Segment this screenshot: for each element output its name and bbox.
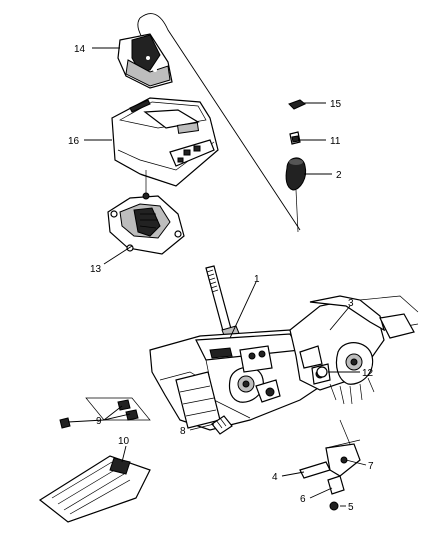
clip-part-15	[288, 99, 306, 110]
callout-8: 8	[180, 426, 186, 437]
callout-5: 5	[348, 502, 354, 513]
shift-knob-part-2	[285, 157, 307, 233]
callout-12: 12	[362, 368, 374, 379]
transfer-case-part-3	[289, 295, 419, 405]
skid-plate-part-10	[38, 455, 151, 523]
callout-9: 9	[96, 416, 102, 427]
callout-13: 13	[90, 264, 102, 275]
shift-cable	[139, 13, 301, 231]
callout-7: 7	[368, 461, 374, 472]
clip-part-6	[327, 475, 345, 495]
callout-1: 1	[254, 274, 260, 285]
callout-14: 14	[74, 44, 86, 55]
shift-boot-part-14	[117, 33, 173, 89]
callout-11: 11	[330, 136, 341, 147]
callout-6: 6	[300, 494, 306, 505]
shifter-base-part-13	[107, 192, 185, 255]
bracket-part-7	[325, 439, 361, 477]
console-bezel-part-16	[111, 97, 219, 200]
callout-3: 3	[348, 298, 354, 309]
nut-part-11	[289, 131, 301, 145]
clips-part-9	[59, 397, 151, 429]
pin-part-4	[299, 461, 331, 479]
bolt-part-8	[211, 415, 233, 435]
washer-part-12	[316, 366, 328, 378]
bolt-part-5	[329, 501, 339, 511]
callout-15: 15	[330, 99, 342, 110]
callout-4: 4	[272, 472, 278, 483]
callout-2: 2	[336, 170, 342, 181]
callout-16: 16	[68, 136, 80, 147]
callout-10: 10	[118, 436, 130, 447]
